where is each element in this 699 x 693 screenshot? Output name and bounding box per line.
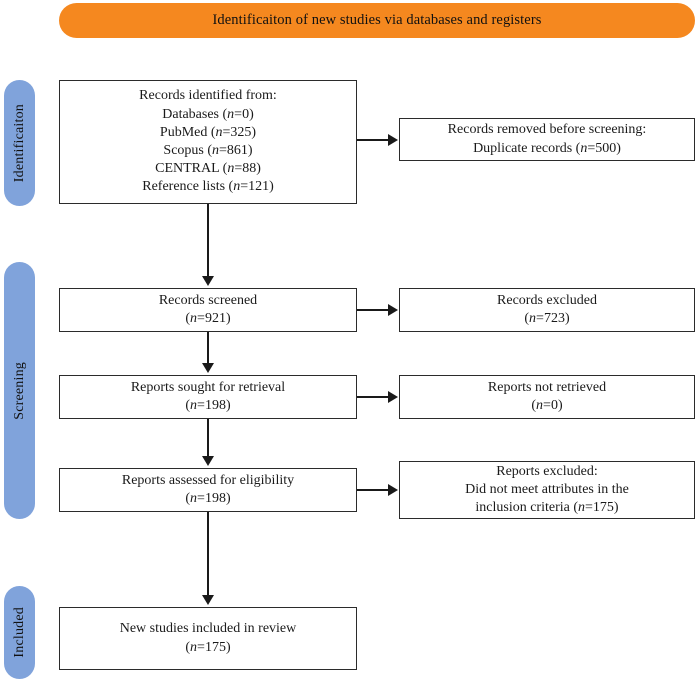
reports-excluded-line-1: Reports excluded:: [496, 463, 598, 479]
records-screened-count: (n=921): [185, 311, 231, 326]
stage-bar-included: Included: [4, 586, 35, 679]
records-removed-duplicates: Duplicate records (n=500): [473, 140, 621, 156]
arrowhead-screened-to-excluded: [388, 304, 398, 316]
studies-included-count: (n=175): [185, 639, 231, 655]
records-screened-label: Records screened: [158, 292, 258, 308]
connector-assessed-to-included: [207, 512, 209, 595]
stage-bar-identification: Identificaiton: [4, 80, 35, 206]
box-reports-excluded: Reports excluded: Did not meet attribute…: [399, 461, 695, 519]
box-reports-not-retrieved: Reports not retrieved (n=0): [399, 375, 695, 419]
connector-sought-to-not-retrieved: [357, 396, 389, 398]
reports-excluded-line-2: Did not meet attributes in the: [465, 481, 629, 497]
reports-sought-count: (n=198): [185, 398, 231, 413]
records-identified-line-1: Records identified from:: [139, 88, 277, 104]
arrowhead-identified-to-removed: [388, 134, 398, 146]
reports-excluded-line-3: inclusion criteria (n=175): [475, 500, 619, 516]
arrowhead-assessed-to-reports-excluded: [388, 484, 398, 496]
arrowhead-sought-to-not-retrieved: [388, 391, 398, 403]
stage-label-identification: Identificaiton: [11, 103, 27, 183]
stage-label-screening: Screening: [11, 361, 27, 420]
reports-assessed-label: Reports assessed for eligibility: [121, 472, 295, 488]
records-removed-line-1: Records removed before screening:: [447, 122, 647, 138]
box-reports-sought: Reports sought for retrieval (n=198): [59, 375, 357, 419]
box-records-identified: Records identified from: Databases (n=0)…: [59, 80, 357, 204]
box-records-screened: Records screened (n=921): [59, 288, 357, 332]
reports-sought-label: Reports sought for retrieval: [130, 379, 286, 395]
connector-identified-to-screened: [207, 204, 209, 276]
box-records-removed: Records removed before screening: Duplic…: [399, 118, 695, 161]
records-excluded-count: (n=723): [524, 311, 570, 326]
records-identified-reference-lists: Reference lists (n=121): [142, 179, 274, 195]
studies-included-label: New studies included in review: [119, 621, 297, 637]
arrowhead-sought-to-assessed: [202, 456, 214, 466]
reports-not-retrieved-label: Reports not retrieved: [487, 379, 607, 395]
records-excluded-label: Records excluded: [497, 292, 597, 308]
box-records-excluded: Records excluded (n=723): [399, 288, 695, 332]
stage-bar-screening: Screening: [4, 262, 35, 519]
connector-screened-to-sought: [207, 332, 209, 363]
diagram-title: Identificaiton of new studies via databa…: [212, 12, 542, 28]
stage-label-included: Included: [11, 607, 27, 658]
reports-not-retrieved-count: (n=0): [531, 398, 563, 413]
connector-screened-to-excluded: [357, 309, 389, 311]
box-reports-assessed: Reports assessed for eligibility (n=198): [59, 468, 357, 512]
connector-assessed-to-reports-excluded: [357, 489, 389, 491]
arrowhead-assessed-to-included: [202, 595, 214, 605]
connector-identified-to-removed: [357, 139, 389, 141]
records-identified-pubmed: PubMed (n=325): [159, 124, 257, 140]
arrowhead-screened-to-sought: [202, 363, 214, 373]
records-identified-central: CENTRAL (n=88): [155, 161, 261, 177]
diagram-header-banner: Identificaiton of new studies via databa…: [59, 3, 695, 38]
box-studies-included: New studies included in review (n=175): [59, 607, 357, 670]
reports-assessed-count: (n=198): [185, 491, 231, 506]
arrowhead-identified-to-screened: [202, 276, 214, 286]
connector-sought-to-assessed: [207, 419, 209, 456]
records-identified-databases: Databases (n=0): [162, 106, 254, 122]
records-identified-scopus: Scopus (n=861): [163, 143, 253, 158]
